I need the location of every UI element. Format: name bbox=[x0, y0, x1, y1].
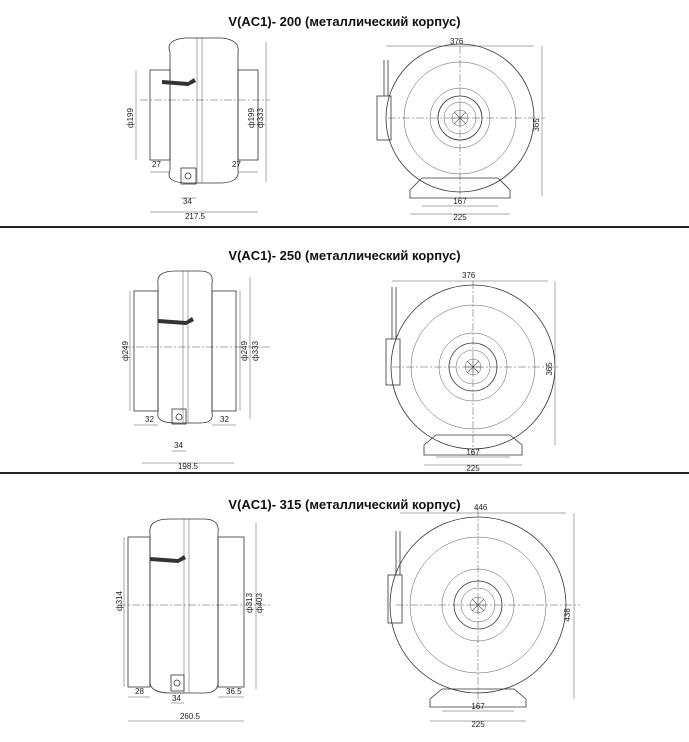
section-v315: V(AC1)- 315 (металлический корпус) ф314 … bbox=[0, 475, 689, 742]
dim-base-outer: 225 bbox=[471, 720, 485, 729]
dim-box: 34 bbox=[172, 694, 181, 703]
side-view: ф249 ф249 ф333 32 32 34 198.5 bbox=[121, 270, 270, 471]
dim-front-height: 365 bbox=[545, 362, 554, 376]
dim-base-outer: 225 bbox=[453, 213, 467, 222]
dim-front-height: 365 bbox=[532, 118, 541, 132]
dim-body-diameter: ф403 bbox=[255, 592, 264, 612]
dim-right-spigot: 27 bbox=[232, 160, 241, 169]
dim-length: 198.5 bbox=[178, 462, 199, 471]
section-title: V(AC1)- 315 (металлический корпус) bbox=[228, 497, 461, 512]
dim-base-outer: 225 bbox=[466, 464, 480, 473]
dim-base-inner: 167 bbox=[453, 197, 467, 206]
dim-base-inner: 167 bbox=[471, 702, 485, 711]
side-view: ф199 ф199 ф333 27 27 34 217.5 bbox=[126, 37, 270, 221]
section-title: V(AC1)- 200 (металлический корпус) bbox=[228, 14, 461, 29]
dim-left-spigot: 28 bbox=[135, 687, 144, 696]
dim-left-spigot: 32 bbox=[145, 415, 154, 424]
dim-base-inner: 167 bbox=[466, 448, 480, 457]
side-view: ф314 ф313 ф403 28 36.5 34 260.5 bbox=[115, 518, 272, 722]
airflow-arrow bbox=[158, 317, 194, 325]
fan-drawing-v200: ф199 ф199 ф333 27 27 34 217.5 bbox=[126, 37, 545, 222]
airflow-arrow bbox=[150, 555, 186, 563]
front-view: 376 365 167 225 bbox=[385, 271, 560, 473]
dim-inlet-diameter: ф249 bbox=[121, 340, 130, 360]
dim-front-width: 376 bbox=[450, 37, 464, 46]
section-title: V(AC1)- 250 (металлический корпус) bbox=[228, 248, 461, 263]
dim-box: 34 bbox=[183, 197, 192, 206]
fan-drawing-v250: ф249 ф249 ф333 32 32 34 198.5 bbox=[121, 270, 560, 473]
section-v250: V(AC1)- 250 (металлический корпус) ф249 … bbox=[0, 229, 689, 473]
dim-front-width: 446 bbox=[474, 503, 488, 512]
dim-outlet-diameter: ф249 bbox=[240, 340, 249, 360]
section-divider bbox=[0, 226, 689, 228]
dim-inlet-diameter: ф199 bbox=[126, 107, 135, 127]
front-view: 446 438 167 225 bbox=[387, 503, 580, 729]
section-v200: V(AC1)- 200 (металлический корпус) ф199 … bbox=[0, 0, 689, 226]
dim-right-spigot: 32 bbox=[220, 415, 229, 424]
dim-front-width: 376 bbox=[462, 271, 476, 280]
fan-drawing-v315: ф314 ф313 ф403 28 36.5 34 260.5 bbox=[115, 503, 580, 729]
dim-outlet-diameter: ф313 bbox=[245, 592, 254, 612]
dim-body-diameter: ф333 bbox=[256, 107, 265, 127]
front-view: 376 365 167 225 bbox=[376, 37, 545, 222]
dim-right-spigot: 36.5 bbox=[226, 687, 242, 696]
dim-left-spigot: 27 bbox=[152, 160, 161, 169]
dim-outlet-diameter: ф199 bbox=[247, 107, 256, 127]
dim-front-height: 438 bbox=[563, 608, 572, 622]
dim-length: 260.5 bbox=[180, 712, 201, 721]
dim-inlet-diameter: ф314 bbox=[115, 590, 124, 610]
section-divider bbox=[0, 472, 689, 474]
dim-length: 217.5 bbox=[185, 212, 206, 221]
airflow-arrow bbox=[162, 78, 196, 86]
dim-body-diameter: ф333 bbox=[251, 340, 260, 360]
dim-box: 34 bbox=[174, 441, 183, 450]
